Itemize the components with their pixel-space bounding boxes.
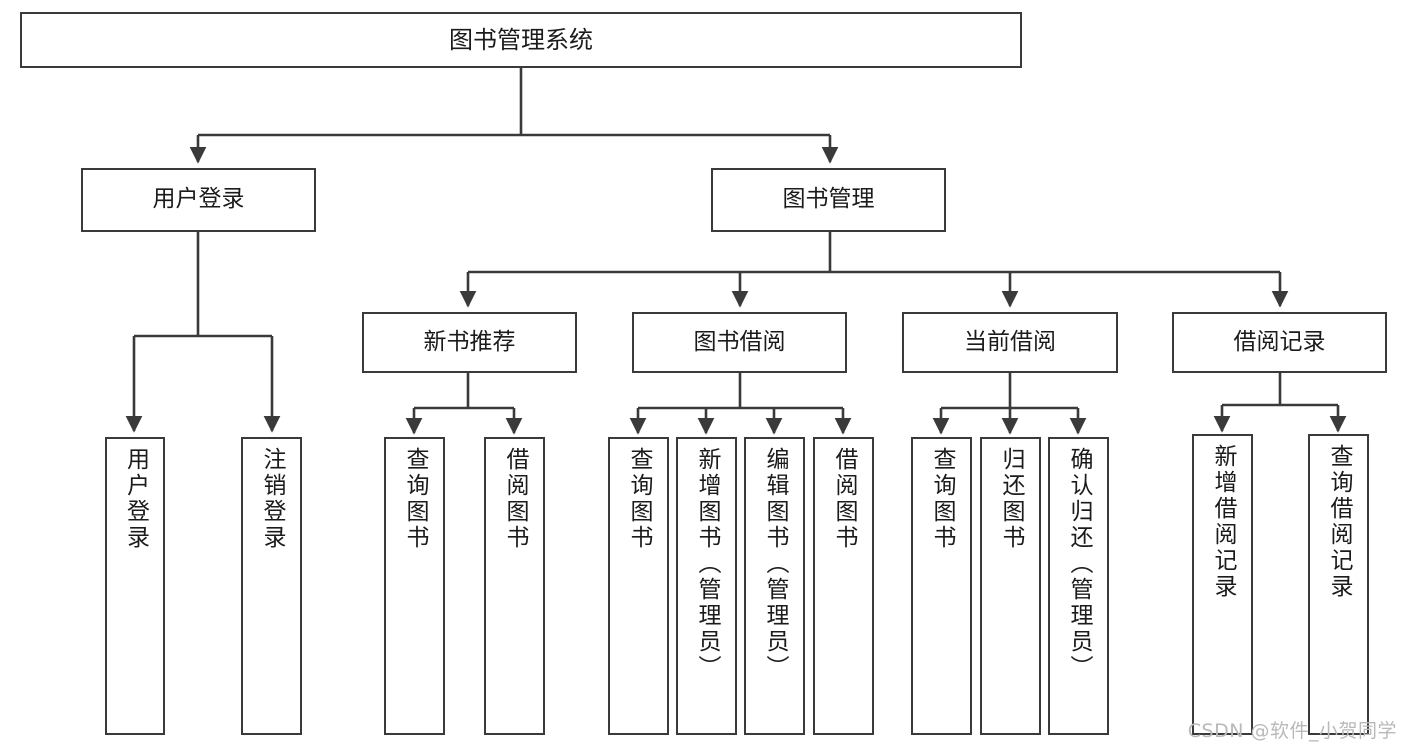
node-leaf-return-book[interactable]: 归还图书 xyxy=(980,437,1041,735)
node-book-manage[interactable]: 图书管理 xyxy=(711,168,946,232)
node-leaf-query-book-1[interactable]: 查询图书 xyxy=(384,437,445,735)
node-leaf-borrow-book-1-label: 借阅图书 xyxy=(502,447,528,551)
node-current-borrow-label: 当前借阅 xyxy=(964,328,1056,355)
node-leaf-query-book-1-label: 查询图书 xyxy=(402,447,428,551)
node-leaf-confirm-return-label: 确认归还（管理员） xyxy=(1066,447,1092,681)
node-new-book-recommend-label: 新书推荐 xyxy=(423,328,516,355)
node-user-login[interactable]: 用户登录 xyxy=(81,168,316,232)
node-borrow-record[interactable]: 借阅记录 xyxy=(1172,312,1387,373)
node-leaf-query-book-2-label: 查询图书 xyxy=(626,447,652,551)
node-leaf-query-book-3-label: 查询图书 xyxy=(929,447,955,551)
node-book-borrow-label: 图书借阅 xyxy=(693,328,786,355)
node-leaf-query-record-label: 查询借阅记录 xyxy=(1326,444,1352,600)
node-leaf-user-login-label: 用户登录 xyxy=(122,447,149,551)
node-leaf-edit-book-label: 编辑图书（管理员） xyxy=(762,447,788,681)
node-leaf-add-record-label: 新增借阅记录 xyxy=(1210,444,1236,600)
node-leaf-add-record[interactable]: 新增借阅记录 xyxy=(1192,434,1253,735)
node-root[interactable]: 图书管理系统 xyxy=(20,12,1022,68)
csdn-watermark: CSDN @软件_小贺同学 xyxy=(1187,720,1397,742)
node-current-borrow[interactable]: 当前借阅 xyxy=(902,312,1118,373)
node-book-borrow[interactable]: 图书借阅 xyxy=(632,312,847,373)
node-leaf-borrow-book-1[interactable]: 借阅图书 xyxy=(484,437,545,735)
node-leaf-confirm-return[interactable]: 确认归还（管理员） xyxy=(1048,437,1109,735)
node-new-book-recommend[interactable]: 新书推荐 xyxy=(362,312,577,373)
node-book-manage-label: 图书管理 xyxy=(782,186,875,213)
node-leaf-edit-book[interactable]: 编辑图书（管理员） xyxy=(744,437,805,735)
node-leaf-logout-login[interactable]: 注销登录 xyxy=(241,437,302,735)
node-leaf-add-book-label: 新增图书（管理员） xyxy=(694,447,720,681)
node-leaf-borrow-book-2[interactable]: 借阅图书 xyxy=(813,437,874,735)
node-leaf-borrow-book-2-label: 借阅图书 xyxy=(831,447,857,551)
node-user-login-label: 用户登录 xyxy=(152,186,245,213)
node-leaf-return-book-label: 归还图书 xyxy=(998,447,1024,551)
node-leaf-query-book-2[interactable]: 查询图书 xyxy=(608,437,669,735)
node-leaf-query-book-3[interactable]: 查询图书 xyxy=(911,437,972,735)
node-borrow-record-label: 借阅记录 xyxy=(1233,328,1326,355)
node-leaf-add-book[interactable]: 新增图书（管理员） xyxy=(676,437,737,735)
node-root-label: 图书管理系统 xyxy=(449,25,593,54)
node-leaf-query-record[interactable]: 查询借阅记录 xyxy=(1308,434,1369,735)
node-leaf-user-login[interactable]: 用户登录 xyxy=(105,437,165,735)
node-leaf-logout-login-label: 注销登录 xyxy=(259,447,285,551)
